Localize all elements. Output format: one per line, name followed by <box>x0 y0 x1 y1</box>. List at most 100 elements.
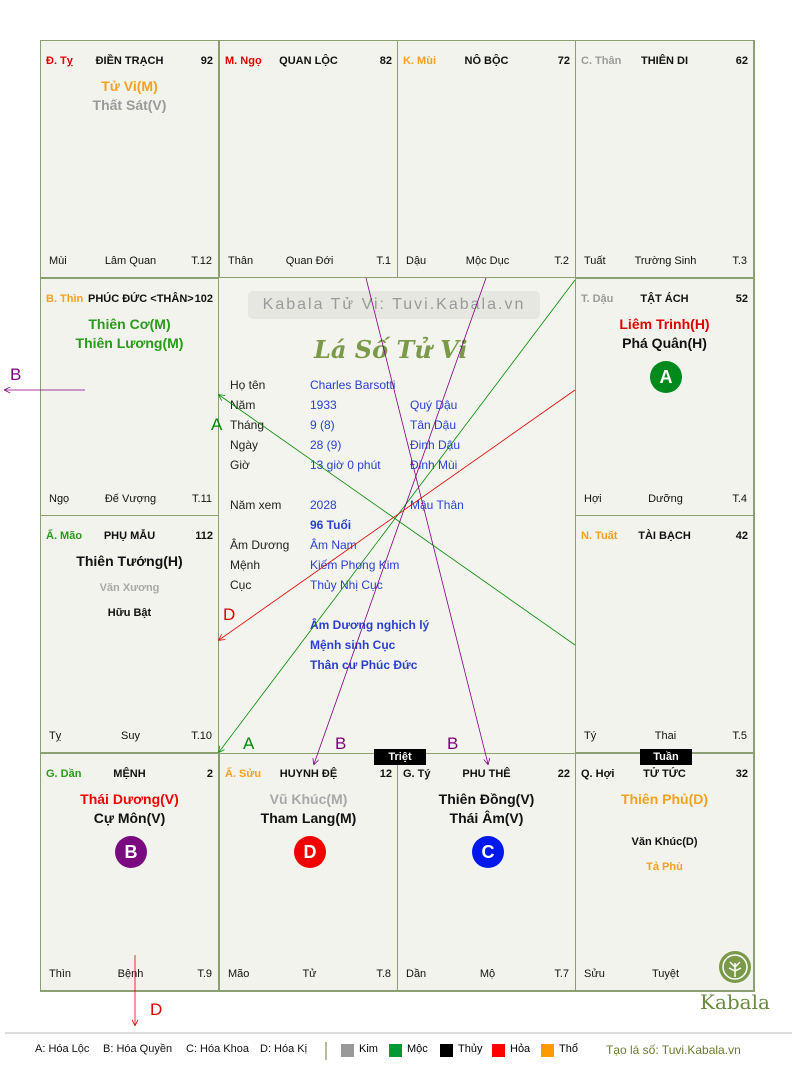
palace-name: QUAN LỘC <box>279 55 338 67</box>
watermark: Kabala Tử Vi: Tuvi.Kabala.vn <box>248 291 540 319</box>
life-stage: Quan Đới <box>285 255 334 267</box>
info-label: Năm xem <box>230 498 282 512</box>
star: Phá Quân(H) <box>622 335 707 351</box>
info-value: Thủy Nhị Cục <box>310 578 383 592</box>
tuan-tag: Tuần <box>640 749 692 765</box>
palace-can: T. Dậu <box>581 293 614 305</box>
info-note: Thân cư Phúc Đức <box>310 658 418 672</box>
earthly-branch: Dần <box>406 968 427 980</box>
life-stage: Dưỡng <box>648 493 683 505</box>
arrow-label: A <box>243 734 255 753</box>
major-stars: Thái Dương(V)Cự Môn(V) <box>41 790 218 828</box>
earthly-branch: Tuất <box>584 255 606 267</box>
major-stars: Thiên Phủ(D) <box>576 790 753 809</box>
earthly-branch: Thân <box>228 255 254 267</box>
earthly-branch: Ngọ <box>49 493 70 505</box>
palace-number: 82 <box>379 55 392 67</box>
arrow-label: D <box>223 605 235 624</box>
palace-can: G. Dần <box>46 768 82 780</box>
info-label: Họ tên <box>230 378 266 392</box>
minor-star: Tả Phù <box>646 861 683 873</box>
palace-can: K. Mùi <box>403 55 436 67</box>
hoa-loc-line <box>219 279 576 752</box>
palace-can: N. Tuất <box>581 530 618 542</box>
tree-icon <box>718 951 751 983</box>
chart-title: Lá Số Tử Vi <box>314 335 468 364</box>
age-limit: T.1 <box>376 255 391 267</box>
legend: A: Hóa Lộc B: Hóa Quyền C: Hóa Khoa D: H… <box>0 1043 796 1059</box>
moc-swatch <box>389 1044 402 1057</box>
palace-can: Ấ. Sửu <box>225 768 262 780</box>
legend-hoa: Hỏa <box>510 1043 531 1055</box>
palace-footer: Thân Quan Đới T.1 <box>228 255 391 269</box>
palace-number: 92 <box>200 55 213 67</box>
info-label: Giờ <box>230 458 250 472</box>
info-label: Âm Dương <box>230 538 290 552</box>
palace-number: 52 <box>735 293 748 305</box>
major-stars: Vũ Khúc(M)Tham Lang(M) <box>220 790 397 828</box>
earthly-branch: Mão <box>228 968 250 980</box>
palace-can: C. Thân <box>581 55 622 67</box>
life-stage: Mộ <box>479 968 496 980</box>
palace-number: 42 <box>735 530 748 542</box>
star: Thiên Lương(M) <box>75 335 184 351</box>
star: Thái Dương(V) <box>80 791 179 807</box>
palace-number: 12 <box>379 768 392 780</box>
life-stage: Trường Sinh <box>634 255 697 267</box>
palace-can: B. Thìn <box>46 293 84 305</box>
life-stage: Mộc Dục <box>465 255 510 267</box>
star: Tử Vi(M) <box>101 78 158 94</box>
palace-name: PHU THÊ <box>462 768 511 780</box>
palace-can: Q. Hợi <box>581 768 615 780</box>
info-value: Kiếm Phong Kim <box>310 558 400 572</box>
palace-name: PHÚC ĐỨC <THÂN> <box>88 293 194 305</box>
minor-stars: Văn Khúc(D) Tả Phù <box>576 830 753 880</box>
age-limit: T.10 <box>191 730 212 742</box>
legend-thuy: Thủy <box>458 1043 483 1055</box>
star: Thiên Tướng(H) <box>76 553 183 569</box>
triet-tag: Triệt <box>374 749 426 765</box>
star: Thiên Phủ(D) <box>620 791 709 807</box>
hoa-loc-line <box>219 395 576 646</box>
thuy-swatch <box>440 1044 453 1057</box>
info-label: Ngày <box>230 438 259 452</box>
major-stars: Liêm Trinh(H)Phá Quân(H) <box>576 315 753 353</box>
earthly-branch: Tý <box>584 730 597 742</box>
kim-swatch <box>341 1044 354 1057</box>
info-canchi: Đinh Mùi <box>410 458 458 472</box>
earthly-branch: Mùi <box>49 255 67 267</box>
palace-can: Ấ. Mão <box>46 530 83 542</box>
earthly-branch: Tỵ <box>49 730 62 742</box>
palace-name: NÔ BỘC <box>464 55 509 67</box>
credit-link[interactable]: Tạo lá số: Tuvi.Kabala.vn <box>606 1043 741 1057</box>
palace-number: 22 <box>557 768 570 780</box>
hoa-ki-line <box>219 389 576 640</box>
info-note: Âm Dương nghịch lý <box>310 618 430 632</box>
age-limit: T.12 <box>191 255 212 267</box>
palace-can: G. Tý <box>403 768 431 780</box>
palace-name: MỆNH <box>113 768 146 780</box>
minor-star: Văn Khúc(D) <box>631 836 698 848</box>
arrow-label: D <box>150 1000 162 1019</box>
